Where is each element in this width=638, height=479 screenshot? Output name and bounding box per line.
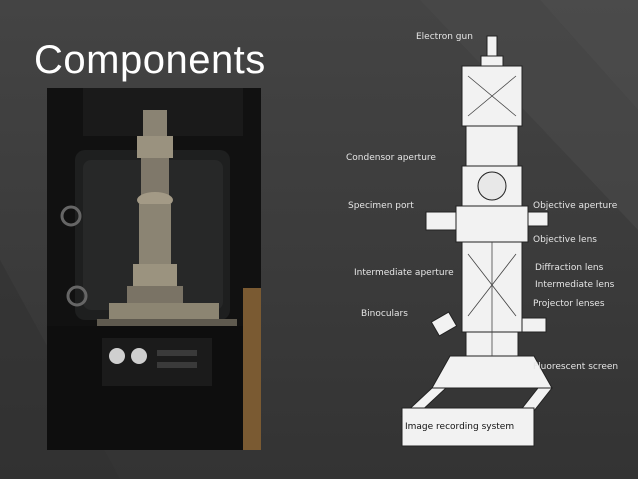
label-condensor-aperture: Condensor aperture bbox=[346, 153, 436, 163]
label-fluorescent-screen: Fluorescent screen bbox=[533, 362, 619, 372]
slide-title: Components bbox=[34, 38, 266, 82]
microscope-photo bbox=[47, 88, 261, 450]
label-intermediate-aperture: Intermediate aperture bbox=[354, 268, 454, 278]
label-diffraction-lens: Diffraction lens bbox=[535, 263, 604, 273]
label-binoculars: Binoculars bbox=[361, 309, 408, 319]
label-objective-aperture: Objective aperture bbox=[533, 201, 618, 211]
label-specimen-port: Specimen port bbox=[348, 201, 414, 211]
label-projector-lenses: Projector lenses bbox=[533, 299, 605, 309]
label-electron-gun: Electron gun bbox=[416, 32, 473, 42]
label-image-recording-system: Image recording system bbox=[405, 422, 515, 432]
label-objective-lens: Objective lens bbox=[533, 235, 597, 245]
label-intermediate-lens: Intermediate lens bbox=[535, 280, 615, 290]
em-schematic-diagram bbox=[400, 35, 554, 447]
